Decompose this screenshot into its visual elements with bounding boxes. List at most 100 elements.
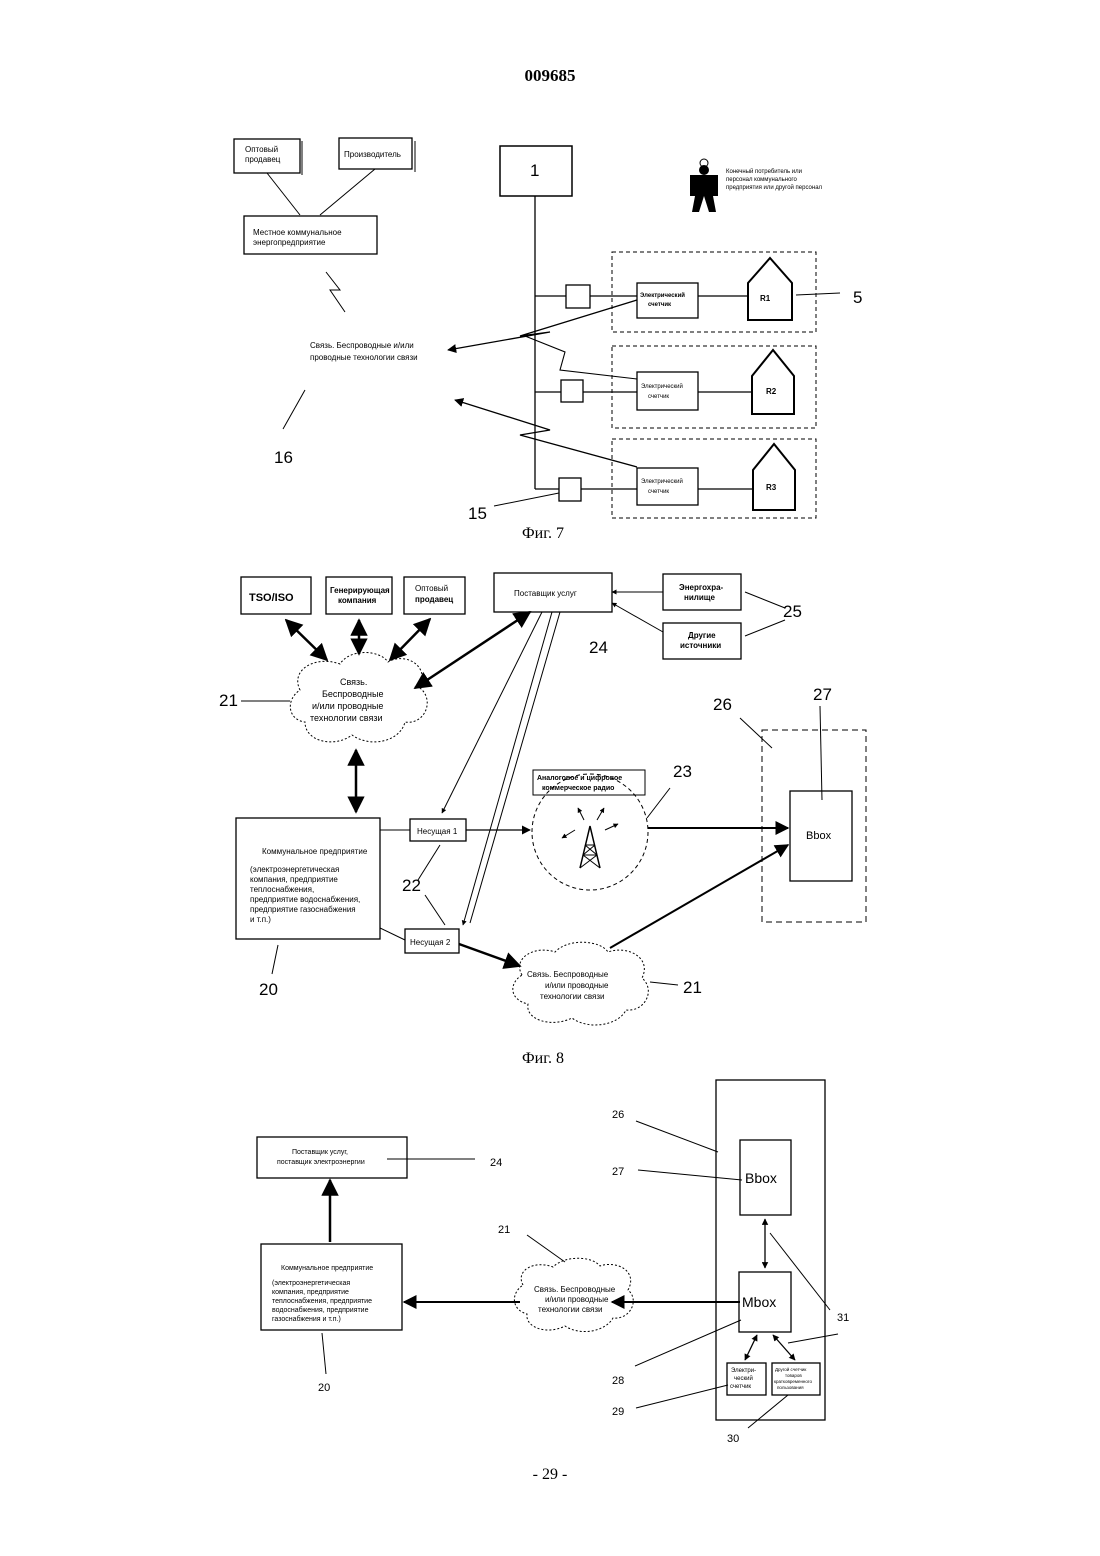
fig7-sensor-box	[566, 285, 590, 308]
fig8-caption: Фиг. 8	[522, 1050, 564, 1067]
fig8-ref-24: 24	[589, 638, 608, 657]
fig9-meter-box: Электри- ческий счетчик	[727, 1363, 766, 1395]
svg-text:нилище: нилище	[684, 593, 716, 602]
svg-text:технологии связи: технологии связи	[310, 713, 383, 723]
svg-text:персонал коммунального: персонал коммунального	[726, 177, 797, 183]
svg-text:R3: R3	[766, 483, 777, 492]
svg-text:R2: R2	[766, 387, 777, 396]
svg-text:1: 1	[530, 161, 539, 180]
svg-text:теплоснабжения, предприятие: теплоснабжения, предприятие	[272, 1297, 372, 1305]
svg-text:(электроэнергетическая: (электроэнергетическая	[272, 1280, 350, 1287]
figure-8: TSO/ISO Генерирующая компания Оптовый пр…	[219, 573, 866, 1067]
svg-text:технологии связи: технологии связи	[538, 1305, 602, 1314]
svg-text:и т.п.): и т.п.)	[250, 915, 271, 924]
fig8-tso-box: TSO/ISO	[241, 577, 311, 614]
svg-text:технологии связи: технологии связи	[540, 992, 604, 1001]
svg-text:теплоснабжения,: теплоснабжения,	[250, 885, 314, 894]
fig9-other-meter-box: Другой счетчик товаров кратковременного …	[772, 1363, 820, 1395]
fig8-storage-box: Энергохра- нилище	[663, 574, 741, 610]
fig8-genco-box: Генерирующая компания	[326, 577, 392, 614]
svg-text:Коммунальное предприятие: Коммунальное предприятие	[262, 847, 368, 856]
svg-text:товаров: товаров	[785, 1373, 802, 1378]
fig8-provider-box: Поставщик услуг	[494, 573, 612, 612]
fig9-ref-28: 28	[612, 1375, 624, 1387]
fig7-caption: Фиг. 7	[522, 525, 564, 542]
svg-text:Производитель: Производитель	[344, 150, 401, 159]
fig8-cloud-top: Связь. Беспроводные и/или проводные техн…	[290, 653, 427, 742]
fig8-wholesaler-box: Оптовый продавец	[404, 577, 465, 614]
svg-text:Аналоговое и цифровое: Аналоговое и цифровое	[537, 775, 622, 782]
fig7-ref-16: 16	[274, 448, 293, 467]
fig9-mbox: Mbox	[739, 1272, 791, 1332]
svg-text:пользования: пользования	[777, 1385, 804, 1390]
fig9-ref-26: 26	[612, 1109, 624, 1121]
fig7-wholesaler-box: Оптовый продавец	[234, 139, 302, 175]
fig8-ref-21-bottom: 21	[683, 978, 702, 997]
fig8-ref-26: 26	[713, 695, 732, 714]
svg-text:Оптовый: Оптовый	[245, 145, 278, 154]
fig8-ref-22: 22	[402, 876, 421, 895]
svg-text:счетчик: счетчик	[648, 394, 669, 400]
svg-text:Коммунальное предприятие: Коммунальное предприятие	[281, 1265, 373, 1272]
svg-text:Связь. Беспроводные: Связь. Беспроводные	[527, 970, 609, 979]
svg-text:счетчик: счетчик	[730, 1384, 751, 1390]
svg-text:продавец: продавец	[245, 155, 281, 164]
svg-text:Mbox: Mbox	[742, 1294, 776, 1310]
svg-text:проводные технологии связи: проводные технологии связи	[310, 353, 418, 362]
svg-text:Поставщик услуг: Поставщик услуг	[514, 589, 577, 598]
fig7-comm-label: Связь. Беспроводные и/или	[310, 341, 414, 350]
fig8-utility-box: Коммунальное предприятие (электроэнергет…	[236, 818, 380, 939]
svg-text:предприятие газоснабжения: предприятие газоснабжения	[250, 905, 356, 914]
svg-text:Несущая 1: Несущая 1	[417, 827, 458, 836]
fig7-sensor-box	[561, 380, 583, 402]
svg-text:Генерирующая: Генерирующая	[330, 586, 390, 595]
svg-text:Электрический: Электрический	[641, 478, 683, 485]
fig7-consumer-label: Конечный потребитель или	[726, 168, 802, 175]
svg-text:Электри-: Электри-	[731, 1368, 756, 1374]
svg-text:Энергохра-: Энергохра-	[679, 583, 724, 592]
svg-text:Оптовый: Оптовый	[415, 584, 448, 593]
house-icon	[752, 350, 794, 414]
fig8-bbox: Bbox	[790, 791, 852, 881]
svg-text:счетчик: счетчик	[648, 489, 669, 495]
svg-text:продавец: продавец	[415, 595, 453, 604]
fig8-ref-25: 25	[783, 602, 802, 621]
svg-text:(электроэнергетическая: (электроэнергетическая	[250, 865, 339, 874]
svg-text:ческий: ческий	[734, 1375, 753, 1382]
fig9-ref-24: 24	[490, 1157, 502, 1169]
svg-text:Связь.: Связь.	[340, 677, 367, 687]
fig8-ref-21-top: 21	[219, 691, 238, 710]
svg-text:Bbox: Bbox	[806, 830, 832, 842]
svg-text:энергопредприятие: энергопредприятие	[253, 238, 326, 247]
fig7-meter-box	[637, 468, 698, 505]
person-icon	[690, 159, 718, 212]
fig9-ref-29: 29	[612, 1406, 624, 1418]
fig8-carrier-2-box: Несущая 2	[405, 929, 459, 953]
svg-text:поставщик электроэнергии: поставщик электроэнергии	[277, 1159, 365, 1166]
house-icon	[753, 444, 795, 510]
fig9-ref-21: 21	[498, 1224, 510, 1236]
fig8-other-sources-box: Другие источники	[663, 623, 741, 659]
page-number: - 29 -	[0, 1466, 1100, 1484]
svg-text:Поставщик услуг,: Поставщик услуг,	[292, 1149, 348, 1156]
svg-text:коммерческое радио: коммерческое радио	[542, 785, 614, 792]
fig9-ref-31: 31	[837, 1312, 849, 1324]
svg-text:компания, предприятие: компания, предприятие	[272, 1289, 349, 1296]
fig8-cloud-bottom: Связь. Беспроводные и/или проводные техн…	[513, 942, 649, 1025]
svg-text:предприятие водоснабжения,: предприятие водоснабжения,	[250, 895, 360, 904]
fig8-ref-27: 27	[813, 685, 832, 704]
figure-9: Поставщик услуг, поставщик электроэнерги…	[257, 1080, 849, 1445]
svg-text:и/или проводные: и/или проводные	[545, 1295, 609, 1304]
svg-text:кратковременного: кратковременного	[774, 1379, 812, 1384]
fig7-ref-5: 5	[853, 288, 862, 307]
fig7-site-r1: Электрический счетчик R1	[535, 252, 816, 332]
house-icon	[748, 258, 792, 320]
fig9-cloud: Связь. Беспроводные и/или проводные техн…	[514, 1258, 633, 1331]
svg-text:Электрический: Электрический	[641, 383, 683, 390]
svg-text:Беспроводные: Беспроводные	[322, 689, 383, 699]
svg-text:счетчик: счетчик	[648, 302, 671, 308]
svg-text:Несущая 2: Несущая 2	[410, 938, 451, 947]
fig7-producer-box: Производитель	[339, 138, 415, 172]
fig8-ref-23: 23	[673, 762, 692, 781]
